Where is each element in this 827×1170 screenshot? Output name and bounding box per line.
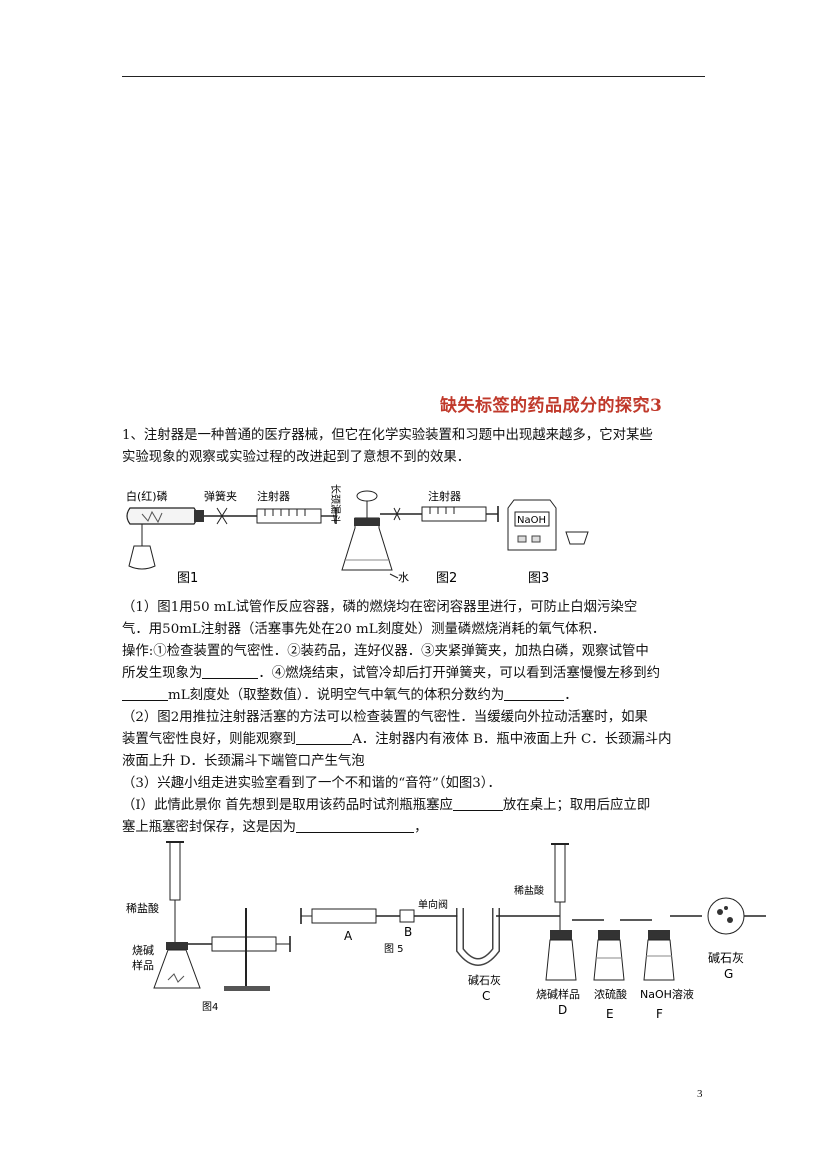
part-4-line-2: 塞上瓶塞密封保存，这是因为 ， bbox=[122, 817, 712, 839]
syringe-label-2: 注射器 bbox=[428, 489, 461, 503]
caustic-soda-label-1a: 烧碱 bbox=[132, 944, 154, 957]
answer-blank-phenomenon[interactable] bbox=[202, 664, 259, 679]
figure-4-label: 图4 bbox=[202, 1001, 218, 1013]
part-2-line-2a: 装置气密性良好，则能观察到 bbox=[122, 732, 297, 747]
part-1-line-3: 操作:①检查装置的气密性．②装药品，连好仪器．③夹紧弹簧夹，加热白磷，观察试管中 bbox=[122, 644, 649, 659]
figure-5-apparatus: A 单向阀 B 图 5 碱石灰 C 稀盐酸 烧碱样品 D 浓硫酸 E NaOH溶… bbox=[300, 843, 766, 1021]
part-1-line-2: 气．用50mL注射器（活塞事先处在20 mL刻度处）测量磷燃烧消耗的氧气体积． bbox=[122, 622, 606, 637]
question-1-intro: 1、注射器是一种普通的医疗器械，但它在化学实验装置和习题中出现越来越多，它对某些… bbox=[122, 425, 712, 469]
dilute-hcl-label-2: 稀盐酸 bbox=[514, 884, 544, 897]
letter-d: D bbox=[558, 1003, 567, 1017]
figure-4-5: 稀盐酸 烧碱 样品 图4 A 单向阀 B 图 5 碱石灰 C 稀盐酸 bbox=[126, 841, 766, 1021]
soda-lime-label-c: 碱石灰 bbox=[468, 973, 501, 987]
part-1-line-5b: ． bbox=[564, 688, 578, 703]
part-4-line-1a: （I）此情此景你 首先想到是取用该药品时试剂瓶瓶塞应 bbox=[122, 798, 453, 813]
page-number: 3 bbox=[697, 1088, 703, 1100]
part-2-line-2b: A．注射器内有液体 B．瓶中液面上升 C．长颈漏斗内 bbox=[352, 732, 672, 747]
part-1-line-4b: ．④燃烧结束，试管冷却后打开弹簧夹，可以看到活塞慢慢左移到约 bbox=[258, 666, 661, 681]
figure-1-apparatus: 白(红)磷 弹簧夹 注射器 图1 bbox=[126, 489, 337, 586]
figure-2-apparatus: 长颈漏斗 注射器 水 图2 bbox=[329, 484, 499, 586]
intro-line-1: 1、注射器是一种普通的医疗器械，但它在化学实验装置和习题中出现越来越多，它对某些 bbox=[122, 428, 653, 443]
white-red-phosphorus-label: 白(红)磷 bbox=[126, 489, 168, 503]
part-2-line-3: 液面上升 D．长颈漏斗下端管口产生气泡 bbox=[122, 754, 365, 769]
part-1-line-4a: 所发生现象为 bbox=[122, 666, 203, 681]
answer-blank-oxygen-fraction[interactable] bbox=[504, 686, 565, 701]
conc-sulfuric-label: 浓硫酸 bbox=[594, 987, 627, 1001]
part-1-line-1: （1）图1用50 mL试管作反应容器，磷的燃烧均在密闭容器里进行，可防止白烟污染… bbox=[122, 600, 638, 615]
naoh-bottle-label: NaOH bbox=[517, 515, 546, 526]
long-funnel-label: 长颈漏斗 bbox=[329, 484, 341, 524]
letter-g: G bbox=[724, 967, 733, 981]
caustic-soda-label-1b: 样品 bbox=[132, 958, 154, 972]
part-1-line-5a: mL刻度处（取整数值）．说明空气中氧气的体积分数约为 bbox=[168, 688, 505, 703]
letter-c: C bbox=[482, 989, 490, 1003]
intro-line-2: 实验现象的观察或实验过程的改进起到了意想不到的效果． bbox=[122, 450, 471, 465]
part-2-line-2: 装置气密性良好，则能观察到 A．注射器内有液体 B．瓶中液面上升 C．长颈漏斗内 bbox=[122, 729, 712, 751]
figure-3-label: 图3 bbox=[528, 571, 549, 586]
answer-blank-stopper[interactable] bbox=[452, 796, 503, 811]
figure-5-label: 图 5 bbox=[384, 943, 404, 955]
letter-e: E bbox=[606, 1007, 614, 1021]
part-1-line-4: 所发生现象为 ．④燃烧结束，试管冷却后打开弹簧夹，可以看到活塞慢慢左移到约 bbox=[122, 663, 712, 685]
spring-clip-label-1: 弹簧夹 bbox=[204, 489, 237, 503]
one-way-valve-label: 单向阀 bbox=[418, 898, 448, 911]
naoh-solution-label: NaOH溶液 bbox=[640, 987, 694, 1001]
part-1-line-5: mL刻度处（取整数值）．说明空气中氧气的体积分数约为 ． bbox=[122, 685, 712, 707]
figure-2-label: 图2 bbox=[436, 571, 457, 586]
answer-blank-reason[interactable] bbox=[296, 818, 415, 833]
part-4-line-2a: 塞上瓶塞密封保存，这是因为 bbox=[122, 820, 297, 835]
header-rule bbox=[122, 76, 705, 77]
figure-3-apparatus: NaOH 图3 bbox=[507, 499, 589, 586]
part-4-line-1: （I）此情此景你 首先想到是取用该药品时试剂瓶瓶塞应 放在桌上；取用后应立即 bbox=[122, 795, 712, 817]
part-4-line-1b: 放在桌上；取用后应立即 bbox=[502, 798, 651, 813]
part-2-line-1: （2）图2用推拉注射器活塞的方法可以检查装置的气密性．当缓缓向外拉动活塞时，如果 bbox=[122, 710, 648, 725]
figure-4-apparatus: 稀盐酸 烧碱 样品 图4 bbox=[126, 841, 291, 1013]
part-4-line-2b: ， bbox=[414, 820, 428, 835]
water-label: 水 bbox=[398, 571, 409, 584]
dilute-hcl-label-1: 稀盐酸 bbox=[126, 901, 159, 915]
caustic-soda-label-d: 烧碱样品 bbox=[536, 987, 580, 1001]
soda-lime-label-g: 碱石灰 bbox=[708, 951, 744, 965]
part-3-line: （3）兴趣小组走进实验室看到了一个不和谐的“音符”（如图3）． bbox=[122, 776, 501, 791]
question-1-body: （1）图1用50 mL试管作反应容器，磷的燃烧均在密闭容器里进行，可防止白烟污染… bbox=[122, 597, 712, 839]
letter-f: F bbox=[656, 1007, 663, 1021]
letter-a: A bbox=[344, 929, 353, 943]
letter-b: B bbox=[404, 925, 412, 939]
page-title: 缺失标签的药品成分的探究3 bbox=[440, 396, 663, 416]
answer-blank-observation[interactable] bbox=[296, 730, 353, 745]
figure-1-3: 白(红)磷 弹簧夹 注射器 图1 长颈漏斗 注射器 水 图2 bbox=[126, 484, 589, 586]
answer-blank-scale[interactable] bbox=[122, 686, 168, 701]
figure-1-label: 图1 bbox=[177, 571, 198, 586]
syringe-label-1: 注射器 bbox=[257, 489, 290, 503]
